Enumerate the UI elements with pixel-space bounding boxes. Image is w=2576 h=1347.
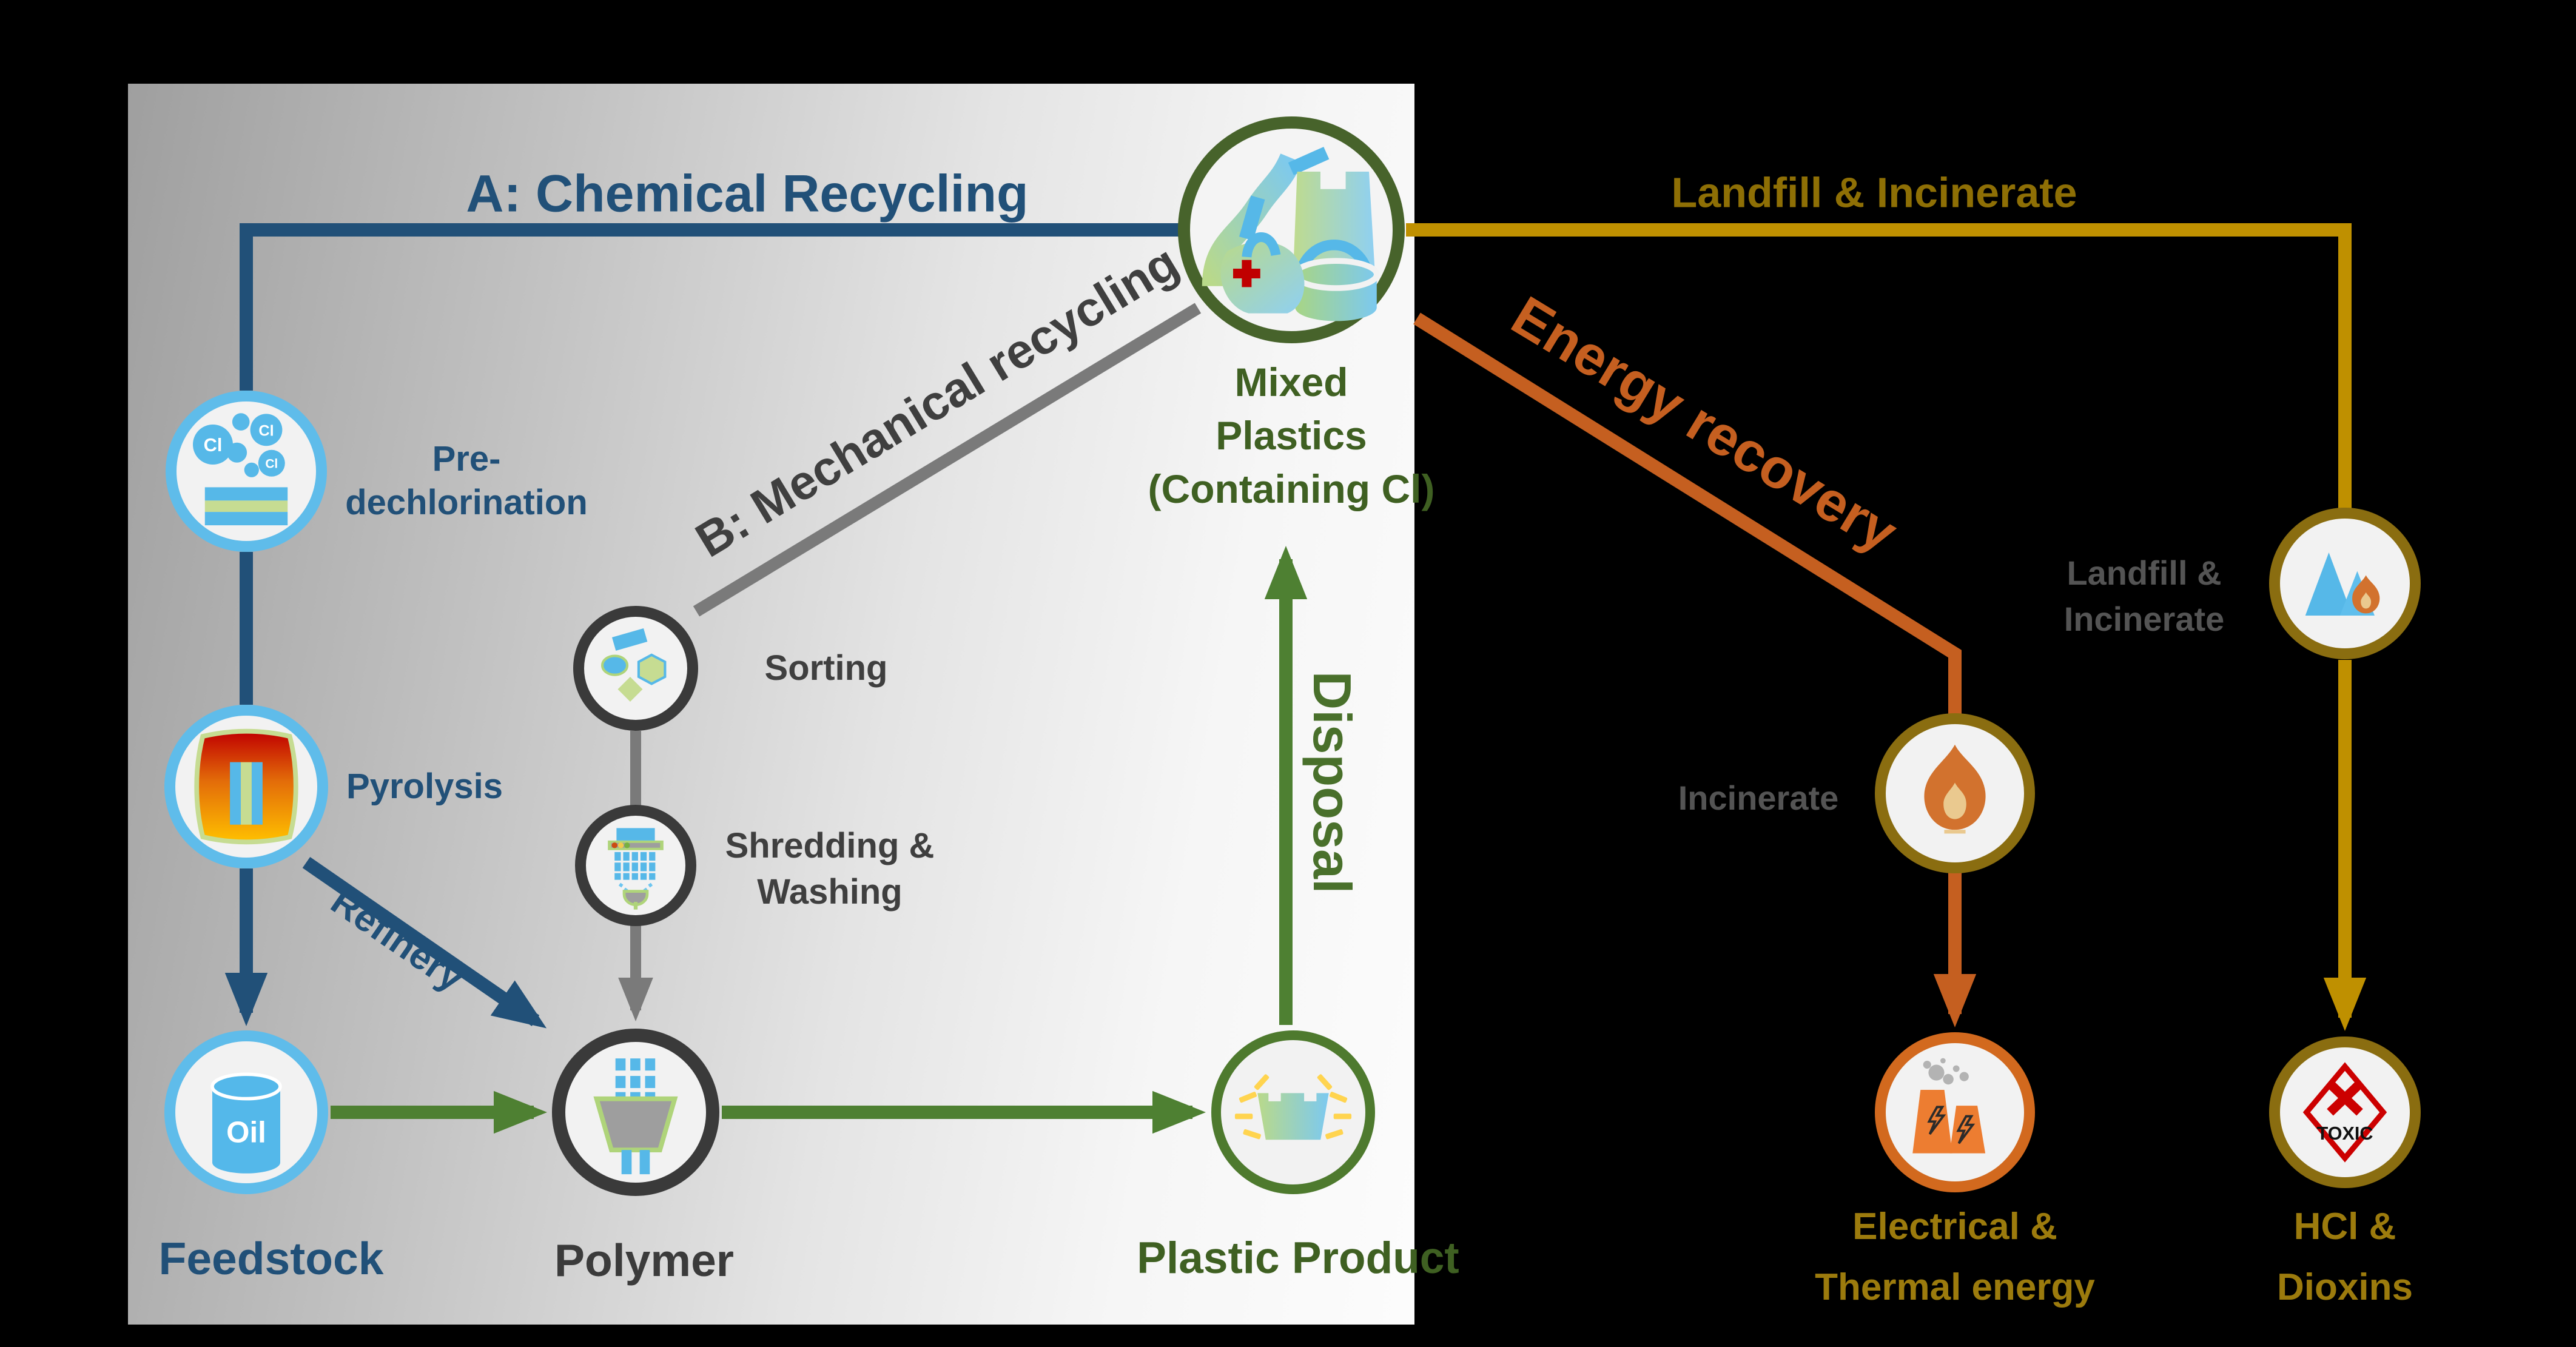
lightning-bolt-icon <box>1927 1106 1976 1144</box>
mixed-plastics-label-line1: Mixed <box>1234 360 1348 405</box>
disposal-label: Disposal <box>1302 671 1362 894</box>
node-plastic-product <box>1211 1030 1375 1194</box>
energy-recovery-connector <box>1413 312 1962 714</box>
oil-text: Oil <box>226 1115 266 1149</box>
electrical-thermal-label-line2: Thermal energy <box>1815 1266 2095 1308</box>
node-sorting <box>573 606 698 731</box>
polymer-extruder-icon <box>593 1058 678 1175</box>
landfill-incinerate-label-line2: Incinerate <box>2063 600 2225 638</box>
feedstock-label: Feedstock <box>158 1232 384 1284</box>
mixed-plastics-label-line2: Plastics <box>1216 413 1367 458</box>
flame-icon <box>1924 744 1986 834</box>
landfill-route-title: Landfill & Incinerate <box>1671 169 2077 217</box>
shredding-washing-label-line2: Washing <box>757 872 903 912</box>
route-a-connector <box>240 223 1180 391</box>
mixed-plastics-icon <box>1202 147 1380 321</box>
node-electrical-thermal <box>1875 1032 2035 1192</box>
hcl-dioxins-label-line1: HCl & <box>2293 1206 2396 1248</box>
node-pre-dechlorination: Cl Cl Cl <box>166 391 327 552</box>
incinerate-label: Incinerate <box>1678 778 1839 817</box>
hcl-dioxins-label-line2: Dioxins <box>2277 1266 2413 1308</box>
electrical-thermal-label-line1: Electrical & <box>1852 1206 2057 1248</box>
pyrolysis-label: Pyrolysis <box>346 766 503 806</box>
shine-rays <box>1234 1074 1352 1140</box>
route-b-connector <box>693 303 1202 617</box>
polymer-label: Polymer <box>554 1234 734 1286</box>
node-landfill-incinerate <box>2269 508 2421 659</box>
node-incinerate <box>1875 713 2035 873</box>
oil-barrel-icon: Oil <box>210 1072 282 1174</box>
power-plant-icon <box>1912 1058 1986 1154</box>
refinery-arrow <box>302 856 547 1029</box>
sorting-label: Sorting <box>764 648 888 688</box>
pre-dechlorination-label-line1: Pre- <box>432 439 501 479</box>
medical-cross-icon <box>1233 260 1260 287</box>
cl-bubble-text: Cl <box>204 434 223 455</box>
plastic-product-label: Plastic Product <box>1137 1233 1459 1283</box>
pre-dechlorination-label: Pre- dechlorination <box>345 437 588 525</box>
shredding-washing-icon <box>608 828 664 910</box>
sorting-icon <box>601 628 667 702</box>
hcl-dioxins-label: HCl & Dioxins <box>2277 1197 2413 1318</box>
shredding-washing-label: Shredding & Washing <box>725 823 935 915</box>
landfill-incinerate-label-line1: Landfill & <box>2067 554 2222 592</box>
landfill-incinerate-label: Landfill & Incinerate <box>2064 550 2225 642</box>
toxic-text: TOXIC <box>2317 1123 2373 1144</box>
node-hcl-dioxins: TOXIC <box>2269 1036 2421 1188</box>
toxic-warning-icon: TOXIC <box>2302 1062 2387 1163</box>
node-feedstock: Oil <box>164 1030 328 1194</box>
cl-bubble-text: Cl <box>258 423 274 440</box>
node-shredding-washing <box>575 805 696 926</box>
smoke-dots <box>1923 1058 1969 1085</box>
mixed-plastics-label-line3: (Containing Cl) <box>1148 466 1435 511</box>
shredding-washing-label-line1: Shredding & <box>725 826 935 865</box>
node-polymer <box>552 1029 719 1196</box>
landfill-route-connector <box>1406 223 2352 508</box>
cl-bubble-text: Cl <box>265 457 278 471</box>
node-pyrolysis <box>164 705 328 868</box>
mixed-plastics-label: Mixed Plastics (Containing Cl) <box>1148 355 1435 516</box>
small-flame-icon <box>2352 575 2380 614</box>
node-mixed-plastics <box>1178 116 1405 343</box>
route-a-title: A: Chemical Recycling <box>466 164 1029 223</box>
plastic-product-icon <box>1234 1074 1352 1140</box>
pre-dechlorination-icon: Cl Cl Cl <box>193 413 288 526</box>
electrical-thermal-label: Electrical & Thermal energy <box>1815 1197 2095 1318</box>
pyrolysis-icon <box>194 728 298 845</box>
pre-dechlorination-label-line2: dechlorination <box>345 483 588 522</box>
landfill-mountains-icon <box>2305 553 2380 616</box>
